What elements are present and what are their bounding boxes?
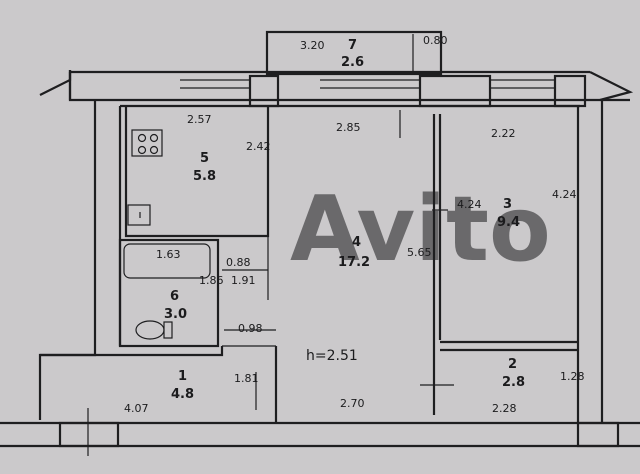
room-7-label: 7 2.6 — [341, 38, 364, 70]
kitchen-walls — [124, 106, 270, 238]
dim-room3-depth-b: 4.24 — [552, 188, 577, 201]
dim-kitchen-width: 2.57 — [187, 113, 212, 126]
room-area: 4.8 — [171, 387, 194, 402]
ceiling-height-label: h=2.51 — [306, 348, 358, 364]
exterior-wall-bottom — [0, 408, 640, 456]
dim-hall-depth: 1.81 — [234, 372, 259, 385]
room-2-label: 2 2.8 — [502, 357, 525, 390]
watermark-logo: Avito — [290, 177, 551, 282]
dim-pantry-width: 2.28 — [492, 402, 517, 415]
dim-room4-width: 2.85 — [336, 121, 361, 134]
exterior-wall-top — [39, 70, 634, 108]
balcony-outline — [265, 30, 443, 76]
room-area: 2.8 — [502, 375, 525, 390]
dim-corridor-width: 0.98 — [238, 322, 263, 335]
room-area: 9.4 — [497, 215, 520, 230]
bathroom-walls — [118, 238, 220, 348]
room-number: 7 — [348, 38, 357, 53]
dim-balcony-width: 3.20 — [300, 39, 325, 52]
dim-door-width: 0.88 — [226, 256, 251, 269]
room-number: 3 — [503, 197, 512, 212]
dim-hall-width: 4.07 — [124, 402, 149, 415]
room-6-label: 6 3.0 — [164, 289, 187, 322]
room-5-label: 5 5.8 — [193, 151, 216, 184]
dim-corridor-depth: 1.91 — [231, 274, 256, 287]
dim-bath-width: 1.63 — [156, 248, 181, 261]
room-number: 1 — [178, 369, 187, 384]
room-area: 17.2 — [338, 255, 370, 270]
dim-room3-depth-a: 4.24 — [457, 198, 482, 211]
dimension-labels: 3.20 0.80 2.57 2.85 2.22 2.42 4.24 4.24 … — [124, 34, 585, 415]
dim-bath-depth: 1.86 — [199, 274, 224, 287]
dim-pantry-depth: 1.28 — [560, 370, 585, 383]
room-number: 2 — [508, 357, 517, 372]
room-number: 4 — [352, 235, 361, 250]
dim-kitchen-depth: 2.42 — [246, 140, 271, 153]
room-area: 3.0 — [164, 307, 187, 322]
pantry-walls — [420, 340, 578, 386]
room-3-label: 3 9.4 — [497, 197, 520, 230]
dim-room4-bottom: 2.70 — [340, 397, 365, 410]
room-area: 5.8 — [193, 169, 216, 184]
room-area: 2.6 — [341, 55, 364, 70]
dim-room3-width: 2.22 — [491, 127, 516, 140]
dim-balcony-depth: 0.80 — [423, 34, 448, 47]
room-number: 6 — [170, 289, 179, 304]
partition-room-3 — [432, 114, 448, 415]
door-openings — [222, 110, 401, 331]
dim-room4-depth: 5.65 — [407, 246, 432, 259]
hallway-walls — [40, 345, 278, 423]
room-1-label: 1 4.8 — [171, 369, 194, 402]
room-4-label: 4 17.2 — [338, 235, 370, 270]
room-number: 5 — [200, 151, 209, 166]
exterior-wall-right — [576, 100, 604, 423]
